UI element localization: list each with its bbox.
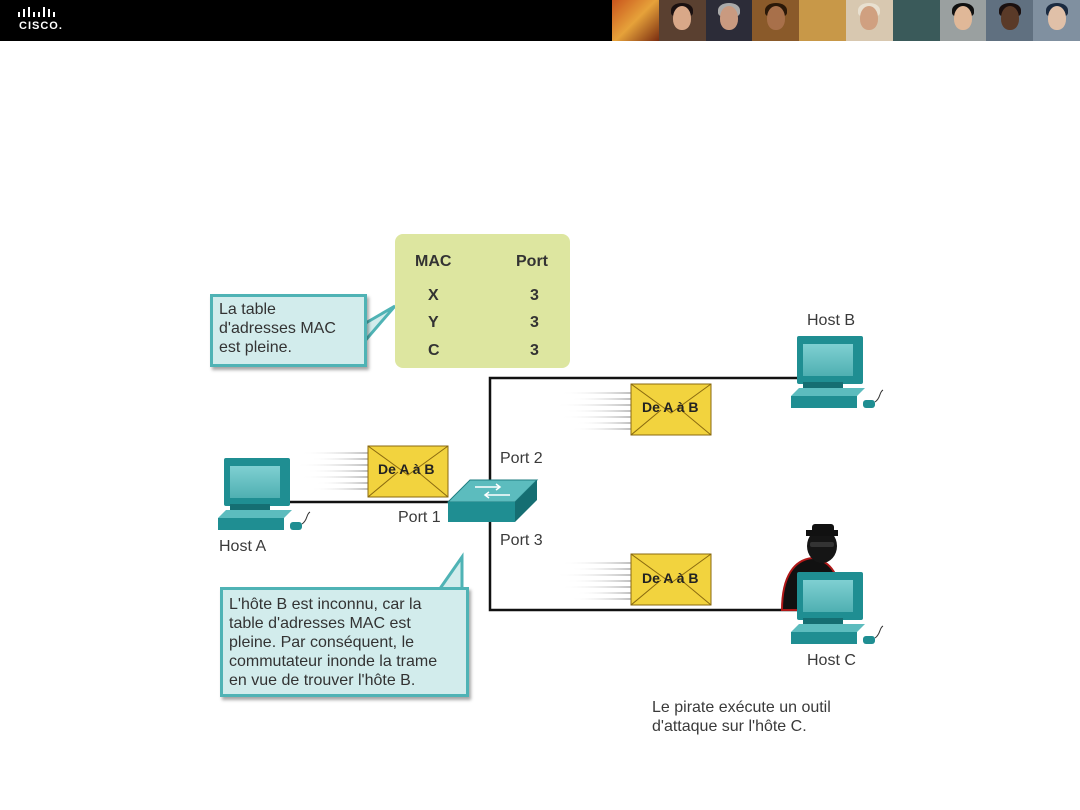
host-c-label: Host C: [807, 652, 856, 669]
link-switch-host-c: [488, 522, 800, 612]
mac-cell: C: [428, 342, 440, 359]
callout-pointer-table: [362, 304, 397, 347]
mac-address-table: MAC Port X 3 Y 3 C 3: [395, 234, 570, 368]
port-2-label: Port 2: [500, 450, 543, 467]
photo-person: [845, 0, 893, 41]
mac-cell: Y: [428, 314, 439, 331]
callout-line: table d'adresses MAC est: [229, 615, 411, 632]
callout-pointer-flood: [436, 552, 464, 592]
computer-icon-host-b: [791, 336, 884, 408]
frame-label-c: De A à B: [642, 570, 699, 586]
callout-line: en vue de trouver l'hôte B.: [229, 672, 416, 689]
photo-chalkboard: [892, 0, 940, 41]
frame-label-b: De A à B: [642, 399, 699, 415]
frame-envelope-c: [630, 553, 712, 606]
host-a-label: Host A: [219, 538, 267, 555]
port-cell: 3: [530, 342, 539, 359]
callout-line: L'hôte B est inconnu, car la: [229, 596, 422, 613]
computer-icon-host-a: [218, 458, 311, 530]
header-photo-strip: [612, 0, 1080, 41]
cisco-logo-icon: [18, 7, 55, 17]
callout-table-full: La table d'adresses MAC est pleine.: [210, 294, 367, 367]
network-links: [290, 376, 800, 612]
callout-line: d'adresses MAC: [219, 320, 336, 337]
link-switch-host-b: [488, 376, 800, 490]
callout-line: commutateur inonde la trame: [229, 653, 438, 670]
mac-cell: X: [428, 287, 439, 304]
cisco-logo-text: CISCO.: [19, 20, 63, 32]
port-cell: 3: [530, 314, 539, 331]
photo-person: [658, 0, 706, 41]
port-3-label: Port 3: [500, 532, 543, 549]
photo-person: [1033, 0, 1080, 41]
computer-icon-host-c: [791, 572, 884, 644]
photo-person: [752, 0, 800, 41]
host-b-label: Host B: [807, 312, 856, 329]
frame-label-a: De A à B: [378, 461, 435, 477]
photo-person: [939, 0, 987, 41]
callout-flood: L'hôte B est inconnu, car la table d'adr…: [220, 587, 469, 697]
attacker-note-line: Le pirate exécute un outil: [652, 699, 831, 716]
photo-person: [705, 0, 753, 41]
port-cell: 3: [530, 287, 539, 304]
photo-pattern: [799, 0, 846, 41]
switch-icon: [446, 479, 539, 522]
port-1-label: Port 1: [398, 509, 441, 526]
callout-line: est pleine.: [219, 339, 292, 356]
attacker-note: Le pirate exécute un outil d'attaque sur…: [652, 698, 831, 736]
callout-line: La table: [219, 301, 276, 318]
mac-header: MAC: [415, 253, 452, 270]
port-header: Port: [516, 253, 548, 270]
frame-envelope-b: [630, 383, 712, 436]
callout-line: pleine. Par conséquent, le: [229, 634, 415, 651]
frame-envelope-a: [367, 445, 449, 498]
header-bar: CISCO.: [0, 0, 1080, 41]
attacker-note-line: d'attaque sur l'hôte C.: [652, 718, 807, 735]
photo-person: [986, 0, 1034, 41]
photo-pattern: [612, 0, 659, 41]
motion-lines: [295, 392, 631, 600]
